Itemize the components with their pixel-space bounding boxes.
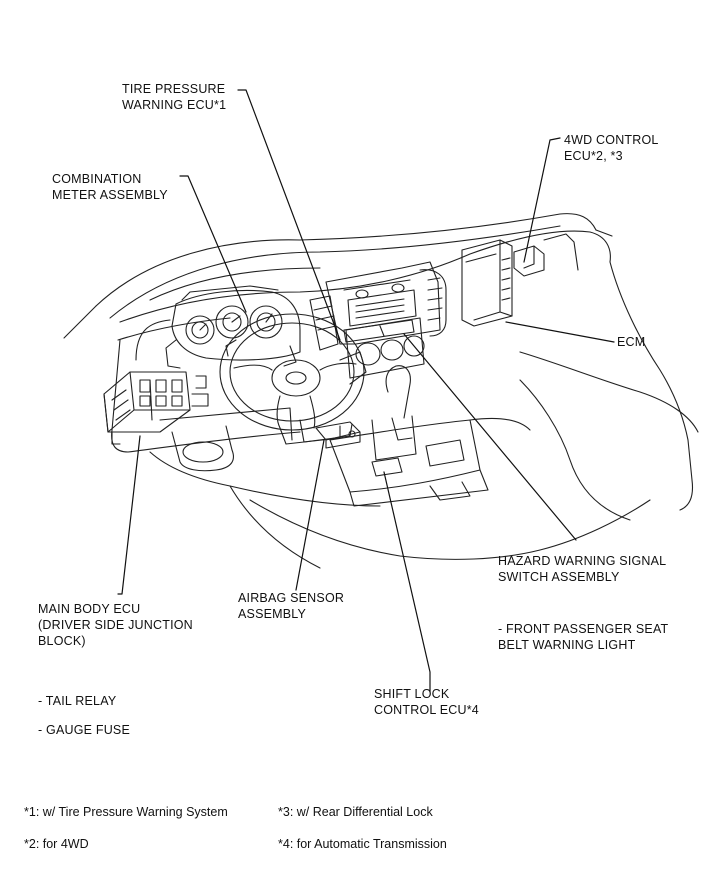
footnote-1: *1: w/ Tire Pressure Warning System	[24, 805, 228, 819]
leader-shift-lock	[383, 471, 431, 693]
leader-combination-meter	[179, 175, 247, 313]
airbag-sensor	[315, 421, 361, 449]
label-main-body-ecu: MAIN BODY ECU (DRIVER SIDE JUNCTION BLOC…	[38, 602, 193, 648]
label-airbag-sensor-assembly: AIRBAG SENSOR ASSEMBLY	[238, 591, 345, 621]
label-hazard-warning-signal-switch: HAZARD WARNING SIGNAL SWITCH ASSEMBLY	[498, 554, 667, 584]
label-4wd-control-ecu: 4WD CONTROL ECU*2, *3	[564, 133, 659, 163]
combination-meter	[165, 285, 301, 369]
dashboard-body	[111, 230, 699, 569]
windshield-frame	[63, 213, 613, 339]
label-tire-pressure-warning-ecu: TIRE PRESSURE WARNING ECU*1	[122, 82, 227, 112]
label-combination-meter-assembly: COMBINATION METER ASSEMBLY	[52, 172, 168, 202]
leader-hazard	[403, 333, 577, 541]
label-tail-relay: - TAIL RELAY	[38, 694, 117, 708]
footnote-4: *4: for Automatic Transmission	[278, 837, 447, 851]
label-gauge-fuse: - GAUGE FUSE	[38, 723, 130, 737]
leader-lines	[117, 89, 615, 693]
steering-wheel	[219, 313, 367, 445]
main-body-ecu	[103, 371, 209, 445]
label-shift-lock-control-ecu: SHIFT LOCK CONTROL ECU*4	[374, 687, 479, 717]
center-console	[329, 365, 531, 507]
ecm-unit	[461, 239, 513, 327]
footnote-2: *2: for 4WD	[24, 837, 89, 851]
center-cluster	[309, 261, 447, 379]
leader-ecm	[505, 321, 615, 343]
leader-4wd-control	[523, 137, 561, 263]
leader-tire-pressure	[237, 89, 341, 341]
leader-airbag	[295, 439, 325, 591]
label-ecm: ECM	[617, 335, 646, 349]
label-front-passenger-seat-belt-light: - FRONT PASSENGER SEAT BELT WARNING LIGH…	[498, 622, 669, 652]
leader-main-body-ecu	[117, 435, 141, 595]
wd-control-ecu	[513, 233, 579, 277]
footnote-3: *3: w/ Rear Differential Lock	[278, 805, 433, 819]
